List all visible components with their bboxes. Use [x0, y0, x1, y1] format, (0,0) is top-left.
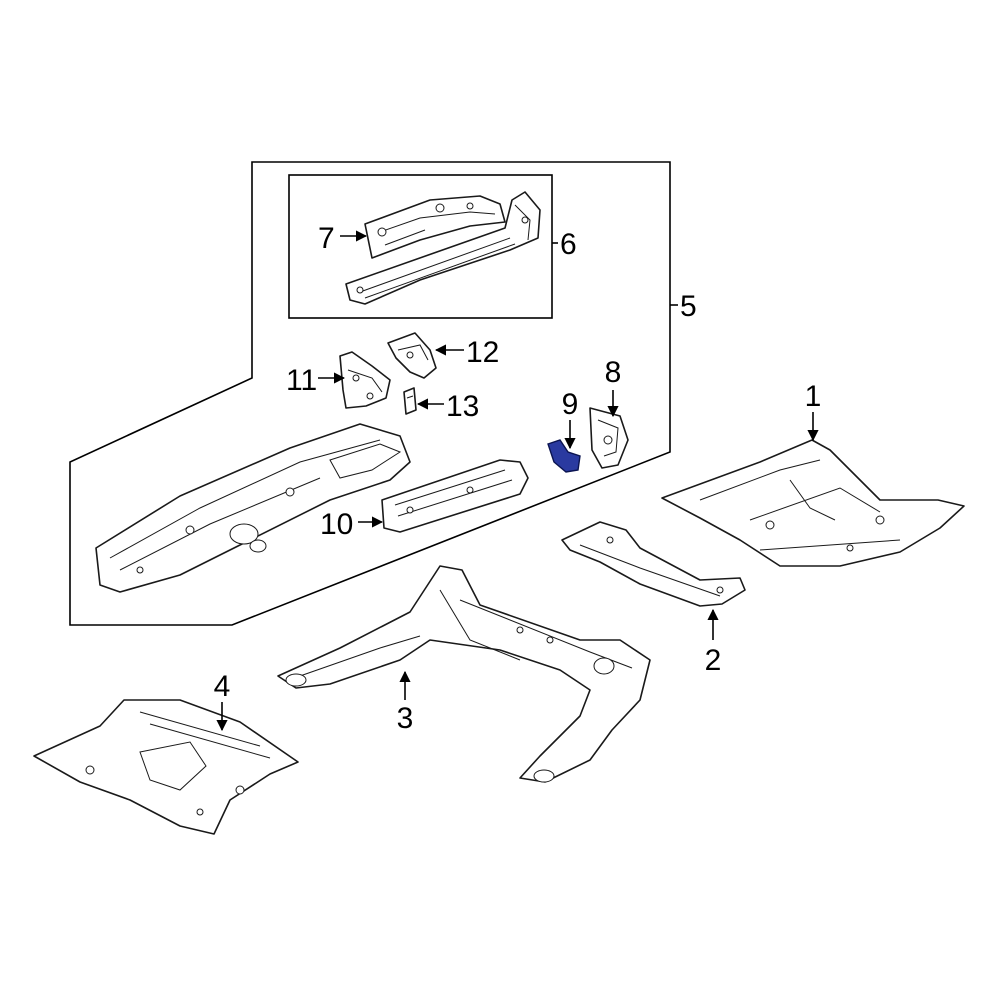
part-10-side-rail[interactable] — [381, 459, 529, 533]
part-1-rear-floor-pan[interactable] — [661, 439, 965, 567]
callout-4: 4 — [214, 670, 231, 703]
callout-12: 12 — [466, 336, 499, 369]
part-9-bracket-highlighted[interactable] — [547, 439, 581, 473]
part-7-rail-bracket[interactable] — [364, 195, 506, 259]
callout-13: 13 — [446, 390, 479, 423]
part-12-bracket[interactable] — [387, 332, 437, 379]
callout-7: 7 — [318, 222, 335, 255]
callout-1: 1 — [805, 380, 822, 413]
callout-5: 5 — [680, 290, 697, 323]
callout-6: 6 — [560, 228, 577, 261]
part-3-subframe[interactable] — [277, 565, 651, 783]
part-11-bracket[interactable] — [339, 351, 391, 409]
callout-11: 11 — [286, 364, 317, 397]
part-13-clip[interactable] — [403, 387, 417, 415]
callout-2: 2 — [705, 644, 722, 677]
part-2-cross-member[interactable] — [561, 521, 746, 607]
part-6-rear-rail[interactable] — [345, 191, 541, 305]
frame-rail-assembly[interactable] — [95, 423, 411, 593]
callout-8: 8 — [605, 356, 622, 389]
group-5-frame — [69, 161, 671, 626]
callout-3: 3 — [397, 702, 414, 735]
group-6-frame — [288, 174, 553, 319]
part-4-front-floor-pan[interactable] — [33, 699, 299, 835]
part-8-bracket[interactable] — [589, 407, 629, 469]
callout-10: 10 — [320, 508, 353, 541]
callout-9: 9 — [562, 388, 579, 421]
